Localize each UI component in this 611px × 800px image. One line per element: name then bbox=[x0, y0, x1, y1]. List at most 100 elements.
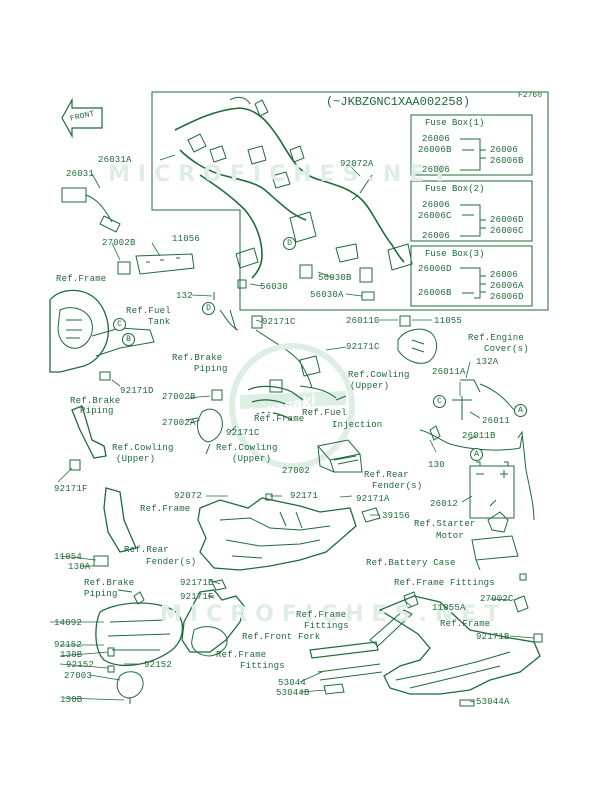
part-26011: 26011 bbox=[482, 416, 511, 426]
battery-shape bbox=[469, 465, 515, 519]
ref-brake-piping-3-line2: Piping bbox=[84, 589, 118, 599]
ref-fuel-injection-line1: Ref.Fuel bbox=[302, 408, 347, 418]
kawasaki-logo-ring bbox=[229, 343, 355, 469]
part-27002B-a: 27002B bbox=[102, 238, 136, 248]
part-53044: 53044 bbox=[278, 678, 307, 688]
part-92171C-c: 92171C bbox=[226, 428, 260, 438]
ref-frame-fittings-2-line1: Ref.Frame bbox=[296, 610, 347, 620]
part-14092: 14092 bbox=[54, 618, 83, 628]
marker-c-right: C bbox=[433, 395, 446, 408]
part-130B-b: 130B bbox=[60, 695, 83, 705]
fuse-box-1-left-0: 26006 bbox=[422, 134, 451, 144]
marker-d-harness: D bbox=[283, 237, 296, 250]
ref-frame-fittings-3-line1: Ref.Frame bbox=[216, 650, 267, 660]
vin-range-label: (~JKBZGNC1XAA002258) bbox=[326, 95, 471, 109]
marker-a-battery: A bbox=[470, 448, 483, 461]
part-130B-a: 130B bbox=[60, 650, 83, 660]
ref-cowling-upper-1-line2: (Upper) bbox=[350, 381, 390, 391]
fuse-box-1-frame bbox=[410, 114, 533, 176]
part-92171B: 92171B bbox=[476, 632, 510, 642]
part-27003: 27003 bbox=[64, 671, 93, 681]
part-92072: 92072 bbox=[174, 491, 203, 501]
part-92072A: 92072A bbox=[340, 159, 374, 169]
part-92171F-a: 92171F bbox=[54, 484, 88, 494]
part-132: 132 bbox=[176, 291, 193, 301]
ref-fuel-injection-line2: Injection bbox=[332, 420, 383, 430]
ref-frame-2: Ref.Frame bbox=[254, 414, 305, 424]
part-92171: 92171 bbox=[290, 491, 319, 501]
part-92171E: 92171E bbox=[180, 578, 214, 588]
part-26011B: 26011B bbox=[462, 431, 496, 441]
ref-frame-fittings-1: Ref.Frame Fittings bbox=[394, 578, 495, 588]
part-11054: 11054 bbox=[54, 552, 83, 562]
ref-cowling-upper-3-line1: Ref.Cowling bbox=[216, 443, 278, 453]
ref-frame-fittings-3-line2: Fittings bbox=[240, 661, 285, 671]
part-11055A: 11055A bbox=[432, 603, 466, 613]
fuse-box-2-right-0: 26006D bbox=[490, 215, 524, 225]
part-11056: 11056 bbox=[172, 234, 201, 244]
part-26012: 26012 bbox=[430, 499, 459, 509]
ref-starter-motor-line2: Motor bbox=[436, 531, 465, 541]
fuse-box-1-left-2: 26006 bbox=[422, 165, 451, 175]
main-harness bbox=[174, 107, 405, 279]
ref-rear-fender-1-line1: Ref.Rear bbox=[364, 470, 409, 480]
rear-fender-tray bbox=[197, 497, 357, 571]
fuse-box-3-right-1: 26006A bbox=[490, 281, 524, 291]
ref-frame-4: Ref.Frame bbox=[440, 619, 491, 629]
part-56030: 56030 bbox=[260, 282, 289, 292]
part-39156: 39156 bbox=[382, 511, 411, 521]
figure-code: F2760 bbox=[518, 91, 543, 100]
ref-rear-fender-1-line2: Fender(s) bbox=[372, 481, 423, 491]
part-27002A: 27002A bbox=[162, 418, 196, 428]
fuse-box-1-right-1: 26006B bbox=[490, 156, 524, 166]
fuse-box-3-left-0: 26006D bbox=[418, 264, 452, 274]
ref-cowling-upper-2-line2: (Upper) bbox=[116, 454, 156, 464]
ref-fuel-tank-line2: Tank bbox=[148, 317, 171, 327]
part-130A: 130A bbox=[68, 562, 91, 572]
fuse-box-2-left-1: 26006C bbox=[418, 211, 452, 221]
fuse-box-1-right-0: 26006 bbox=[490, 145, 519, 155]
part-92171D: 92171D bbox=[120, 386, 154, 396]
part-92171C-b: 92171C bbox=[346, 342, 380, 352]
part-11055: 11055 bbox=[434, 316, 463, 326]
ref-cowling-upper-1-line1: Ref.Cowling bbox=[348, 370, 410, 380]
ref-starter-motor-line1: Ref.Starter bbox=[414, 519, 476, 529]
fuse-box-1-left-1: 26006B bbox=[418, 145, 452, 155]
watermark-bottom: MICROFICHES.NET bbox=[160, 602, 508, 627]
ref-frame-1: Ref.Frame bbox=[56, 274, 107, 284]
ref-rear-fender-2-line1: Ref.Rear bbox=[124, 545, 169, 555]
ref-engine-cover-line1: Ref.Engine bbox=[468, 333, 525, 343]
part-53044B: 53044B bbox=[276, 688, 310, 698]
watermark-top: MICROFICHES.NET bbox=[108, 162, 456, 187]
fuse-box-2-left-2: 26006 bbox=[422, 231, 451, 241]
ref-brake-piping-2-line2: Piping bbox=[80, 406, 114, 416]
ref-brake-piping-3-line1: Ref.Brake bbox=[84, 578, 135, 588]
part-92171A: 92171A bbox=[356, 494, 390, 504]
ref-fuel-tank-line1: Ref.Fuel bbox=[126, 306, 171, 316]
fuse-box-3-frame bbox=[410, 245, 533, 307]
ref-brake-piping-1-line2: Piping bbox=[194, 364, 228, 374]
part-92152-c: 92152 bbox=[144, 660, 173, 670]
part-132A: 132A bbox=[476, 357, 499, 367]
ref-cowling-upper-2-line1: Ref.Cowling bbox=[112, 443, 174, 453]
ref-engine-cover-line2: Cover(s) bbox=[484, 344, 529, 354]
part-26011C: 26011C bbox=[346, 316, 380, 326]
fuse-box-2-right-1: 26006C bbox=[490, 226, 524, 236]
part-56030B: 56030B bbox=[318, 273, 352, 283]
part-56030A: 56030A bbox=[310, 290, 344, 300]
part-26031A: 26031A bbox=[98, 155, 132, 165]
fuse-box-1-title: Fuse Box(1) bbox=[425, 118, 485, 128]
fuse-box-3-title: Fuse Box(3) bbox=[425, 249, 485, 259]
fuse-box-2-left-0: 26006 bbox=[422, 200, 451, 210]
fuse-box-2-frame bbox=[410, 180, 533, 242]
part-26011A: 26011A bbox=[432, 367, 466, 377]
ref-rear-fender-2-line2: Fender(s) bbox=[146, 557, 197, 567]
marker-d-tank: D bbox=[202, 302, 215, 315]
marker-b-frame: B bbox=[122, 333, 135, 346]
part-27002: 27002 bbox=[282, 466, 311, 476]
part-26031: 26031 bbox=[66, 169, 95, 179]
part-92152-b: 92152 bbox=[66, 660, 95, 670]
part-27002C: 27002C bbox=[480, 594, 514, 604]
part-53044A: 53044A bbox=[476, 697, 510, 707]
